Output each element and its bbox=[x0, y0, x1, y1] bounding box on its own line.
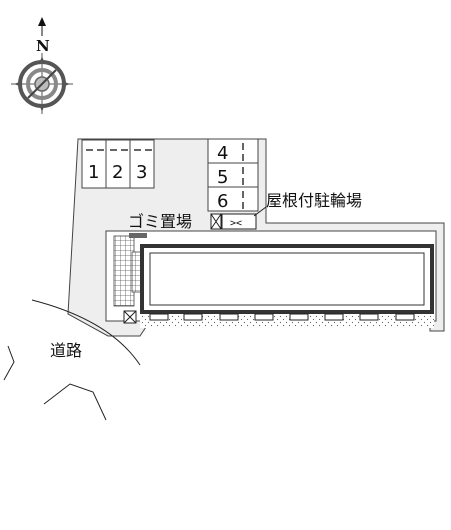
garbage-box bbox=[210, 213, 222, 230]
road-edge-lower bbox=[43, 383, 107, 421]
parking-space-1: 1 bbox=[88, 162, 99, 183]
unit-mark bbox=[183, 313, 203, 321]
road-label: 道路 bbox=[50, 341, 82, 360]
parking-space-4: 4 bbox=[217, 143, 228, 164]
bike-symbol: >< bbox=[230, 218, 242, 229]
parking-space-6: 6 bbox=[217, 191, 228, 212]
compass-north-label: N bbox=[36, 37, 50, 55]
parking-space-3: 3 bbox=[136, 162, 147, 183]
parking-space-5: 5 bbox=[217, 167, 228, 188]
unit-mark bbox=[359, 313, 379, 321]
unit-mark bbox=[254, 313, 274, 321]
parking-left: 1 2 3 bbox=[81, 139, 155, 189]
parking-right: 4 5 6 bbox=[207, 138, 259, 212]
unit-mark bbox=[219, 313, 239, 321]
road-edge-left bbox=[3, 345, 15, 381]
road-edge-upper bbox=[31, 299, 141, 366]
unit-marks bbox=[149, 313, 415, 321]
bike-parking-box bbox=[221, 213, 257, 230]
unit-mark bbox=[395, 313, 415, 321]
bike-parking-label: 屋根付駐輪場 bbox=[266, 191, 362, 210]
compass-icon: N bbox=[11, 17, 73, 114]
entrance-mark bbox=[129, 233, 147, 238]
building-inner bbox=[149, 252, 425, 306]
unit-mark bbox=[149, 313, 169, 321]
garbage-label: ゴミ置場 bbox=[128, 212, 192, 231]
bike-leader-line bbox=[253, 206, 267, 217]
parking-space-2: 2 bbox=[112, 162, 123, 183]
paved-area-grid bbox=[113, 235, 135, 307]
unit-mark bbox=[289, 313, 309, 321]
unit-mark bbox=[324, 313, 344, 321]
utility-box bbox=[123, 310, 137, 324]
